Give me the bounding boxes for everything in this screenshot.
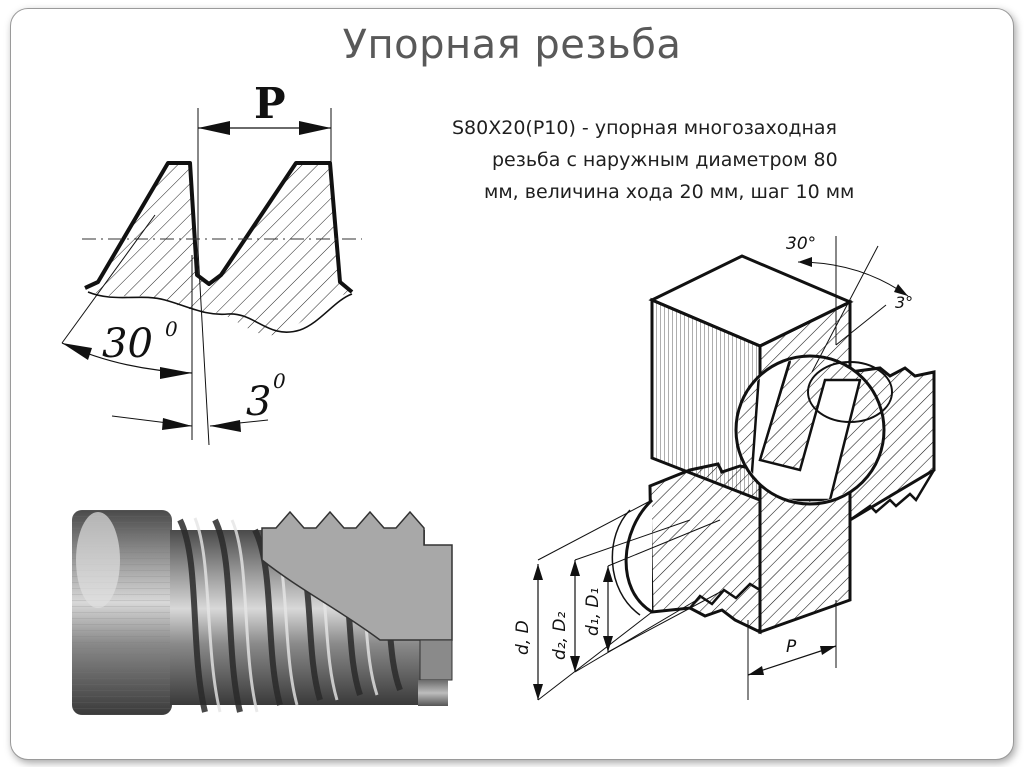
- description-line-2: резьба с наружным диаметром 80: [492, 149, 838, 171]
- slide-title: Упорная резьба: [342, 22, 682, 68]
- angle-30-label: 30°: [786, 234, 816, 254]
- dim-d-label: d, D: [513, 620, 533, 655]
- dim-d1-label: d₁, D₁: [583, 588, 603, 636]
- thread-profile-diagram: P 30 0 3 0: [61, 79, 362, 446]
- description-line-3: мм, величина хода 20 мм, шаг 10 мм: [484, 181, 855, 203]
- pitch-label: P: [254, 79, 286, 128]
- angle-30-degree: 0: [165, 317, 178, 341]
- dim-d2-label: d₂, D₂: [550, 611, 570, 660]
- thread-description: S80X20(P10) - упорная многозаходная резь…: [452, 112, 972, 208]
- angle-3-degree: 0: [273, 369, 286, 393]
- description-line-1: S80X20(P10) - упорная многозаходная: [452, 117, 837, 139]
- pitch-label: P: [786, 637, 797, 657]
- angle-3-label: 3: [246, 379, 271, 425]
- section-drawing: 30° 3° d, D d₂, D₂ d₁, D₁ P: [513, 234, 936, 701]
- screw-photo: [72, 510, 453, 715]
- angle-30-label: 30: [102, 321, 153, 367]
- angle-3-label: 3°: [895, 293, 913, 312]
